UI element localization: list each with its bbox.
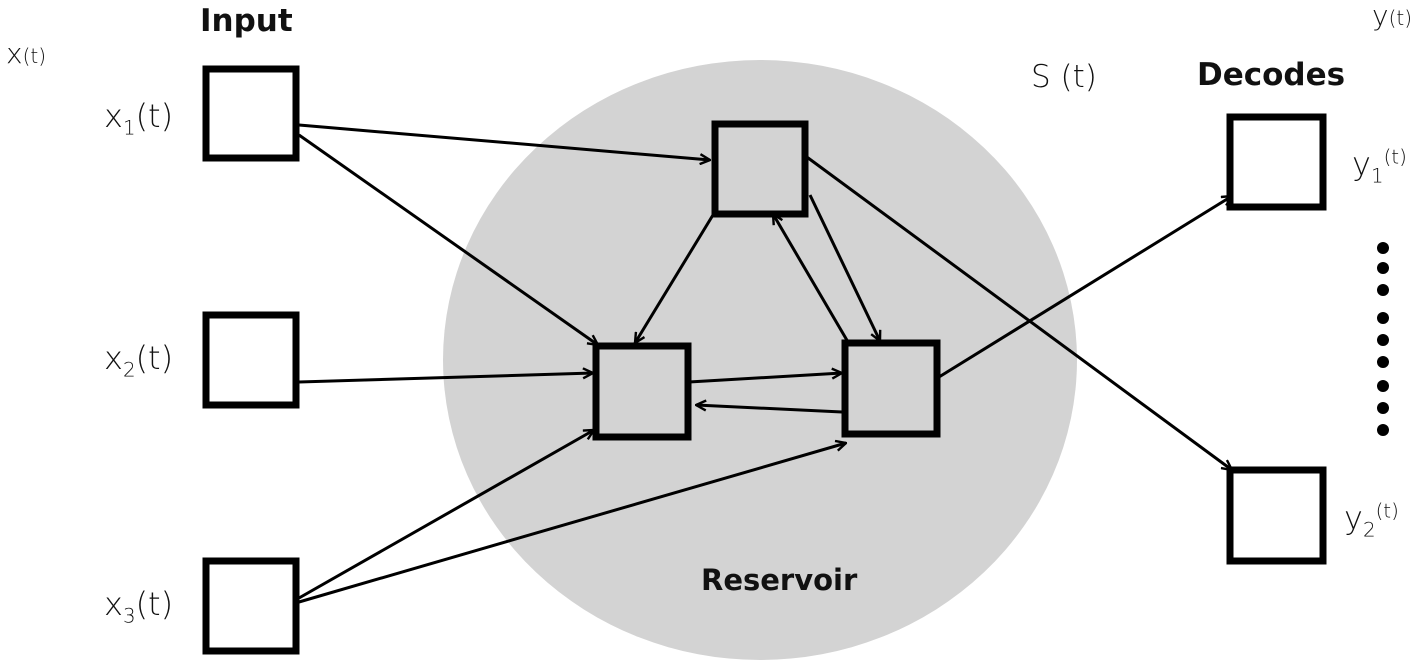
reservoir-circle [443, 60, 1077, 660]
input-label-sub: 1 [122, 116, 136, 140]
edge-input3-to-reservoir-left [298, 430, 594, 600]
input-label-arg: (t) [135, 339, 174, 377]
input-label-sub: 3 [122, 604, 136, 628]
y-group-base: y [1372, 0, 1389, 32]
input-node-2 [202, 311, 300, 409]
edge-reservoir-top-to-left [635, 209, 718, 343]
edge-reservoir-right-to-left [696, 405, 843, 414]
output-label-base: y [1344, 499, 1363, 537]
input-title: Input [200, 3, 293, 39]
input-label-3: x3(t) [104, 585, 174, 626]
output-label-sub: 1 [1370, 164, 1384, 188]
edge-reservoir-top-to-right [808, 194, 880, 341]
ellipsis-dot [1377, 424, 1389, 436]
edge-reservoir-right-to-output1 [938, 196, 1232, 379]
input-label-base: x [104, 339, 123, 377]
ellipsis-dot [1377, 284, 1389, 296]
y-group-label: y(t) [1372, 2, 1412, 30]
edge-input1-to-reservoir-top [298, 123, 710, 160]
reservoir-node-right [841, 339, 941, 438]
ellipsis-dot [1377, 334, 1389, 346]
output-node-1 [1226, 113, 1327, 211]
connections [298, 123, 1232, 604]
y-group-arg: (t) [1388, 6, 1413, 30]
reservoir-node-top [711, 120, 809, 218]
output-label-1: y1(t) [1352, 145, 1407, 186]
output-label-arg: (t) [1383, 145, 1407, 169]
input-label-2: x2(t) [104, 339, 174, 380]
ellipsis-dot [1377, 262, 1389, 274]
ellipsis-dot [1377, 402, 1389, 414]
state-label: S (t) [1031, 59, 1097, 95]
input-label-arg: (t) [135, 97, 174, 135]
input-label-base: x [104, 585, 123, 623]
input-node-3 [202, 557, 300, 655]
ellipsis-dot [1377, 312, 1389, 324]
edge-reservoir-right-to-top [773, 214, 850, 343]
input-label-arg: (t) [135, 585, 174, 623]
input-label-1: x1(t) [104, 97, 174, 138]
output-label-base: y [1352, 145, 1371, 183]
ellipsis-dot [1377, 242, 1389, 254]
ellipsis-dot [1377, 356, 1389, 368]
output-label-sub: 2 [1362, 518, 1376, 542]
output-node-2 [1226, 466, 1327, 565]
reservoir-title: Reservoir [701, 563, 858, 597]
ellipsis-dot [1377, 380, 1389, 392]
input-node-1 [202, 65, 300, 162]
reservoir-node-left [592, 342, 692, 441]
input-label-sub: 2 [122, 358, 136, 382]
edge-input3-to-reservoir-right [298, 443, 846, 604]
x-group-label: x(t) [6, 40, 46, 68]
output-label-arg: (t) [1375, 499, 1399, 523]
x-group-base: x [6, 37, 23, 70]
edge-reservoir-top-to-output2 [799, 150, 1232, 470]
decodes-title: Decodes [1197, 57, 1346, 93]
edge-input2-to-reservoir-left [298, 373, 593, 384]
output-label-2: y2(t) [1344, 499, 1399, 540]
edge-input1-to-reservoir-left [298, 133, 598, 345]
ellipsis-dots [1377, 242, 1389, 436]
edge-reservoir-left-to-right [688, 373, 842, 384]
x-group-arg: (t) [22, 44, 47, 68]
input-label-base: x [104, 97, 123, 135]
